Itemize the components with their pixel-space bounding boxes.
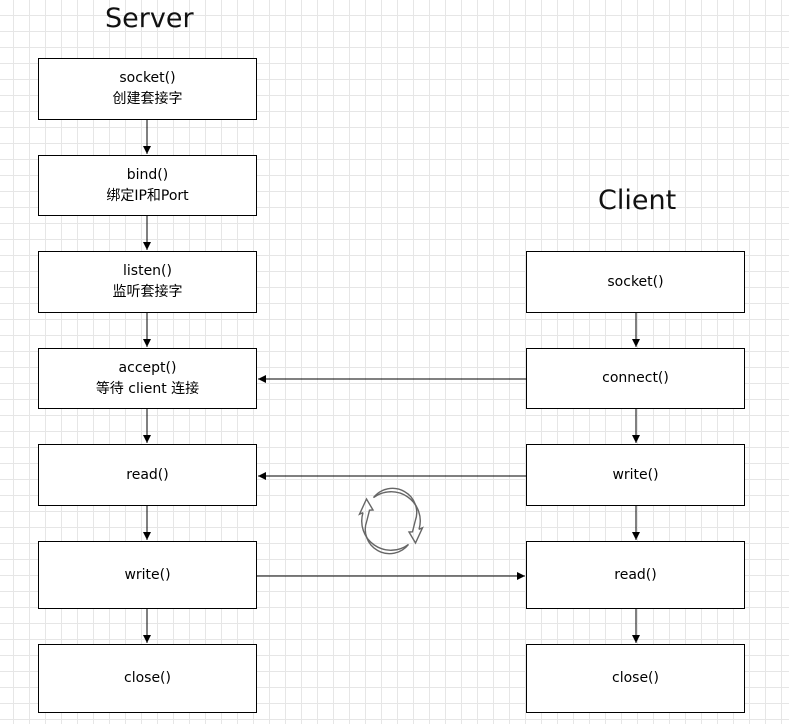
server-bind-box: bind() 绑定IP和Port xyxy=(38,155,257,216)
client-socket-func: socket() xyxy=(607,273,664,290)
client-connect-box: connect() xyxy=(526,348,745,409)
server-write-box: write() xyxy=(38,541,257,609)
server-socket-func: socket() xyxy=(119,70,176,86)
client-write-box: write() xyxy=(526,444,745,506)
server-accept-box: accept() 等待 client 连接 xyxy=(38,348,257,409)
server-listen-desc: 监听套接字 xyxy=(112,284,183,300)
client-close-box: close() xyxy=(526,644,745,713)
server-read-func: read() xyxy=(126,466,169,483)
client-read-box: read() xyxy=(526,541,745,609)
client-connect-func: connect() xyxy=(602,370,669,386)
server-listen-box: listen() 监听套接字 xyxy=(38,251,257,313)
loop-icon xyxy=(358,487,424,555)
client-read-func: read() xyxy=(614,566,657,583)
client-socket-box: socket() xyxy=(526,251,745,313)
server-accept-desc: 等待 client 连接 xyxy=(95,380,200,397)
server-close-box: close() xyxy=(38,644,257,713)
server-write-func: write() xyxy=(124,566,171,583)
server-socket-desc: 创建套接字 xyxy=(112,91,183,107)
server-read-box: read() xyxy=(38,444,257,506)
server-listen-func: listen() xyxy=(123,263,172,279)
client-write-func: write() xyxy=(612,466,659,483)
server-close-func: close() xyxy=(124,670,171,686)
client-title: Client xyxy=(598,185,677,216)
server-socket-box: socket() 创建套接字 xyxy=(38,58,257,120)
server-title: Server xyxy=(105,3,194,34)
client-close-func: close() xyxy=(612,670,659,686)
server-accept-func: accept() xyxy=(118,359,177,376)
server-bind-func: bind() xyxy=(126,166,169,183)
server-bind-desc: 绑定IP和Port xyxy=(106,187,189,204)
